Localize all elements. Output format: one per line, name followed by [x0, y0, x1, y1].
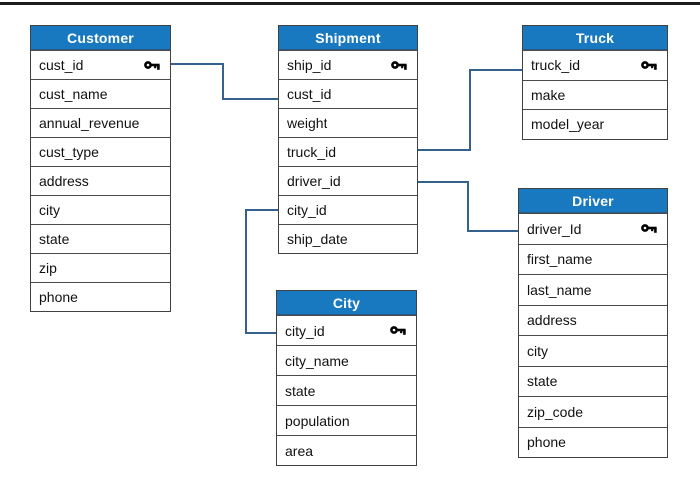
field-row-cust_name: cust_name	[31, 79, 170, 108]
field-row-cust_type: cust_type	[31, 137, 170, 166]
field-row-model_year: model_year	[523, 109, 667, 139]
field-name: last_name	[527, 281, 592, 298]
field-row-area: area	[277, 435, 416, 465]
field-name: ship_date	[287, 231, 348, 247]
primary-key-icon	[641, 224, 657, 234]
field-row-ship_id: ship_id	[279, 50, 417, 79]
connector-shipment-city	[245, 209, 278, 334]
field-row-state: state	[277, 375, 416, 405]
field-row-zip_code: zip_code	[519, 396, 667, 427]
field-name: address	[527, 312, 577, 329]
primary-key-icon	[144, 60, 160, 70]
top-border-rule	[0, 2, 700, 5]
field-name: area	[285, 442, 314, 459]
field-row-address: address	[519, 304, 667, 335]
field-name: cust_type	[39, 144, 99, 160]
field-name: annual_revenue	[39, 115, 140, 131]
table-city-header: City	[277, 291, 416, 315]
field-name: population	[285, 412, 350, 429]
connector-customer-shipment	[171, 63, 278, 100]
table-title: Customer	[67, 29, 134, 46]
field-name: truck_id	[287, 144, 337, 160]
field-name: cust_id	[39, 57, 84, 73]
primary-key-icon	[641, 60, 657, 70]
table-title: City	[332, 294, 361, 311]
field-row-city: city	[519, 335, 667, 366]
field-name: city	[527, 342, 548, 359]
field-row-city_id: city_id	[277, 315, 416, 345]
field-row-phone: phone	[519, 426, 667, 457]
field-name: state	[527, 373, 558, 390]
field-name: driver_id	[287, 173, 341, 189]
table-title: Truck	[575, 29, 615, 46]
table-title: Driver	[572, 192, 614, 209]
field-row-annual_revenue: annual_revenue	[31, 108, 170, 137]
table-shipment[interactable]: Shipment ship_id cust_id weight truck_id…	[278, 25, 418, 254]
field-row-state: state	[519, 365, 667, 396]
field-row-ship_date: ship_date	[279, 224, 417, 253]
table-driver[interactable]: Driver driver_Id first_name last_name ad…	[518, 188, 668, 458]
field-row-population: population	[277, 405, 416, 435]
field-name: first_name	[527, 251, 593, 268]
field-row-truck_id: truck_id	[279, 137, 417, 166]
field-name: address	[39, 173, 89, 189]
field-name: city_name	[285, 352, 349, 369]
field-name: cust_name	[39, 86, 108, 102]
field-name: truck_id	[531, 57, 581, 74]
field-row-cust_id: cust_id	[279, 79, 417, 108]
table-shipment-header: Shipment	[279, 26, 417, 50]
field-row-state: state	[31, 224, 170, 253]
connector-shipment-truck	[418, 69, 522, 151]
field-row-city_name: city_name	[277, 345, 416, 375]
field-row-address: address	[31, 166, 170, 195]
field-row-first_name: first_name	[519, 243, 667, 274]
field-name: make	[531, 86, 566, 103]
field-name: model_year	[531, 116, 605, 133]
field-name: cust_id	[287, 86, 332, 102]
field-name: zip	[39, 260, 57, 276]
field-row-phone: phone	[31, 282, 170, 311]
field-row-city_id: city_id	[279, 195, 417, 224]
field-row-make: make	[523, 79, 667, 109]
table-truck-header: Truck	[523, 26, 667, 50]
field-name: city_id	[285, 322, 325, 339]
field-name: ship_id	[287, 57, 332, 73]
table-city[interactable]: City city_id city_name state population …	[276, 290, 417, 466]
field-name: city	[39, 202, 60, 218]
field-name: phone	[39, 289, 78, 305]
connector-shipment-driver	[418, 181, 518, 232]
field-row-cust_id: cust_id	[31, 50, 170, 79]
primary-key-icon	[390, 326, 406, 335]
table-driver-header: Driver	[519, 189, 667, 213]
field-row-truck_id: truck_id	[523, 50, 667, 80]
field-row-last_name: last_name	[519, 274, 667, 305]
field-name: phone	[527, 434, 566, 451]
field-name: driver_Id	[527, 220, 582, 237]
table-customer-header: Customer	[31, 26, 170, 50]
field-name: weight	[287, 115, 328, 131]
field-name: state	[39, 231, 70, 247]
primary-key-icon	[391, 60, 407, 70]
field-row-driver_Id: driver_Id	[519, 213, 667, 244]
field-name: zip_code	[527, 403, 584, 420]
field-row-city: city	[31, 195, 170, 224]
table-truck[interactable]: Truck truck_id make model_year	[522, 25, 668, 140]
field-row-driver_id: driver_id	[279, 166, 417, 195]
field-row-zip: zip	[31, 253, 170, 282]
table-title: Shipment	[315, 29, 381, 46]
table-customer[interactable]: Customer cust_id cust_name annual_revenu…	[30, 25, 171, 312]
field-row-weight: weight	[279, 108, 417, 137]
field-name: city_id	[287, 202, 327, 218]
field-name: state	[285, 382, 316, 399]
